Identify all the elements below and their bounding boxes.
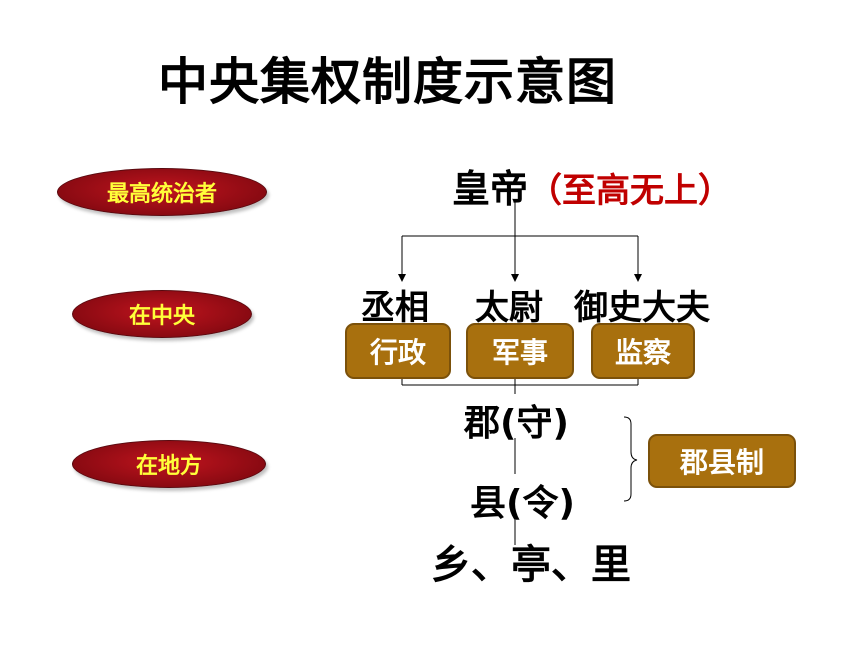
arrow-head-chancellor: [398, 274, 406, 282]
duty-military-label: 军事: [491, 336, 548, 369]
level-supreme-label: 最高统治者: [106, 182, 217, 207]
county-node: 县(令): [470, 483, 575, 524]
emperor-node: 皇帝（至高无上）: [452, 158, 732, 213]
emperor-label: 皇帝: [452, 167, 529, 211]
level-local-badge: 在地方: [72, 440, 266, 488]
level-local-label: 在地方: [135, 454, 202, 479]
duty-supervision-label: 监察: [614, 336, 671, 369]
grassroots-node: 乡、亭、里: [431, 542, 631, 588]
duty-administration-label: 行政: [369, 336, 426, 369]
arrow-head-taiwei: [511, 274, 519, 282]
level-supreme-badge: 最高统治者: [57, 168, 267, 216]
official-censor: 御史大夫: [574, 288, 710, 328]
duty-supervision-tag: 监察: [591, 323, 695, 379]
duty-administration-tag: 行政: [345, 323, 451, 379]
page-title: 中央集权制度示意图: [158, 53, 617, 111]
official-taiwei: 太尉: [475, 288, 543, 328]
level-central-badge: 在中央: [72, 290, 252, 338]
level-central-label: 在中央: [128, 304, 195, 329]
commandery-node: 郡(守): [464, 403, 569, 444]
duty-military-tag: 军事: [466, 323, 574, 379]
official-chancellor: 丞相: [361, 288, 429, 328]
county-system-label: 郡县制: [679, 446, 764, 479]
county-system-tag: 郡县制: [648, 434, 796, 488]
emperor-note: （至高无上）: [528, 171, 733, 211]
arrow-head-censor: [634, 274, 642, 282]
curly-brace: [623, 416, 638, 502]
